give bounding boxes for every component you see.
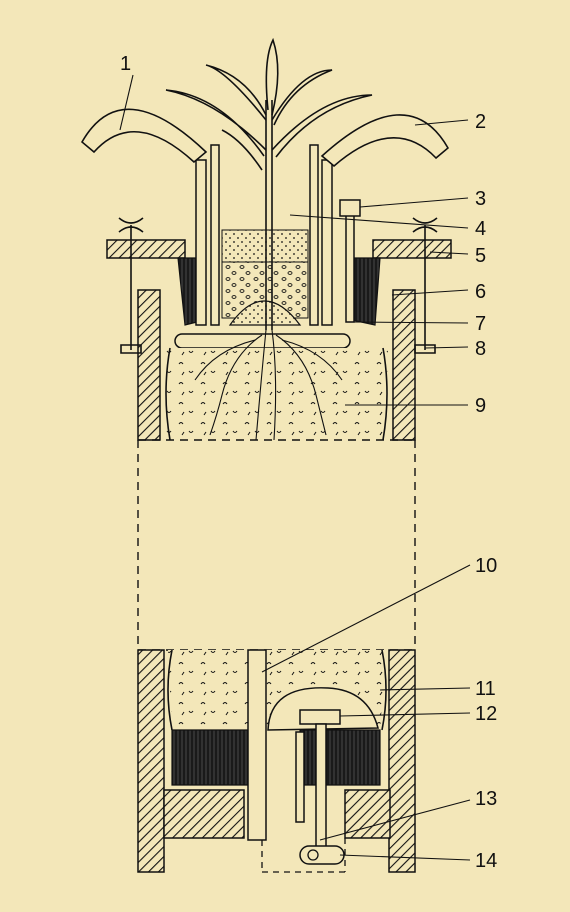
top-flange-left [106, 239, 186, 259]
label-6: 6 [475, 281, 486, 303]
label-8: 8 [475, 338, 486, 360]
horn-left [80, 108, 208, 164]
outer-wall-right-bottom [388, 649, 416, 873]
plant [165, 37, 373, 330]
central-tube [247, 649, 267, 841]
wing-bolt-left [118, 217, 144, 354]
label-9: 9 [475, 395, 486, 417]
label-3: 3 [475, 188, 486, 210]
wing-bolt-right [412, 217, 438, 354]
bottom-sleeve-right [299, 729, 381, 786]
column-break [137, 439, 416, 651]
bubble-layer [221, 261, 309, 319]
top-dotted-layer [221, 229, 309, 263]
tubes-top [195, 144, 361, 326]
label-7: 7 [475, 313, 486, 335]
label-14: 14 [475, 850, 497, 872]
horn-right [320, 114, 450, 168]
label-10: 10 [475, 555, 497, 577]
porous-plate [174, 333, 351, 349]
inner-sleeve-right [351, 257, 381, 326]
soil-column-top [165, 348, 388, 440]
top-flange-right [372, 239, 452, 259]
root-mound [228, 300, 302, 326]
bottom-sleeve-left [171, 729, 251, 786]
roots [194, 329, 343, 441]
outer-wall-right-top [392, 289, 416, 441]
label-1: 1 [120, 53, 131, 75]
collector-dome [267, 687, 379, 731]
outer-wall-left-bottom [137, 649, 165, 873]
label-11: 11 [475, 678, 496, 700]
label-5: 5 [475, 245, 486, 267]
base-right [344, 789, 391, 839]
label-13: 13 [475, 788, 497, 810]
label-4: 4 [475, 218, 486, 240]
drain-assembly [261, 709, 346, 873]
label-2: 2 [475, 111, 486, 133]
label-12: 12 [475, 703, 497, 725]
leader-lines [119, 74, 471, 861]
base-left [163, 789, 245, 839]
outer-wall-left-top [137, 289, 161, 441]
